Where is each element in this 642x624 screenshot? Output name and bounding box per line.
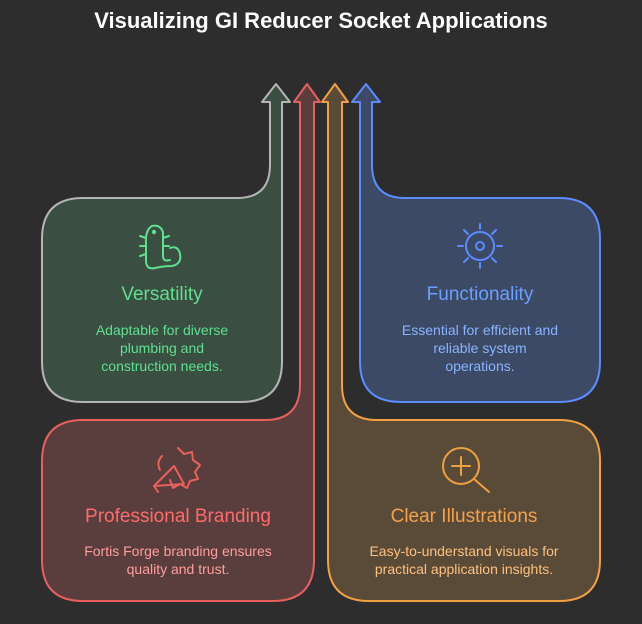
gear-icon <box>457 223 503 269</box>
functionality-line-3: operations. <box>445 358 515 374</box>
illustrations-text: Clear Illustrations Easy-to-understand v… <box>334 506 594 578</box>
branding-title: Professional Branding <box>85 506 271 527</box>
versatility-line-3: construction needs. <box>101 358 223 374</box>
versatility-description: Adaptable for diverse plumbing and const… <box>62 321 262 375</box>
worm-icon <box>139 224 182 270</box>
branding-line-1: Fortis Forge branding ensures <box>84 543 272 559</box>
versatility-text: Versatility Adaptable for diverse plumbi… <box>62 284 262 375</box>
versatility-card <box>41 83 291 403</box>
versatility-title: Versatility <box>121 284 203 305</box>
diagram-title: Visualizing GI Reducer Socket Applicatio… <box>94 8 548 33</box>
branding-description: Fortis Forge branding ensures quality an… <box>48 542 308 578</box>
illustrations-description: Easy-to-understand visuals for practical… <box>334 542 594 578</box>
branding-line-2: quality and trust. <box>126 561 230 577</box>
megaphone-badge-icon <box>153 447 201 493</box>
illustrations-line-2: practical application insights. <box>374 561 554 577</box>
versatility-line-1: Adaptable for diverse <box>95 322 229 338</box>
versatility-line-2: plumbing and <box>119 340 205 356</box>
branding-text: Professional Branding Fortis Forge brand… <box>48 506 308 578</box>
zoom-in-icon <box>442 447 490 493</box>
branding-card <box>41 83 321 602</box>
illustrations-card <box>321 83 601 602</box>
functionality-line-1: Essential for efficient and <box>401 322 559 338</box>
illustrations-line-1: Easy-to-understand visuals for <box>369 543 559 559</box>
illustrations-title: Clear Illustrations <box>390 506 538 527</box>
functionality-description: Essential for efficient and reliable sys… <box>370 321 590 375</box>
functionality-line-2: reliable system <box>433 340 527 356</box>
functionality-title: Functionality <box>426 284 534 305</box>
functionality-text: Functionality Essential for efficient an… <box>370 284 590 375</box>
